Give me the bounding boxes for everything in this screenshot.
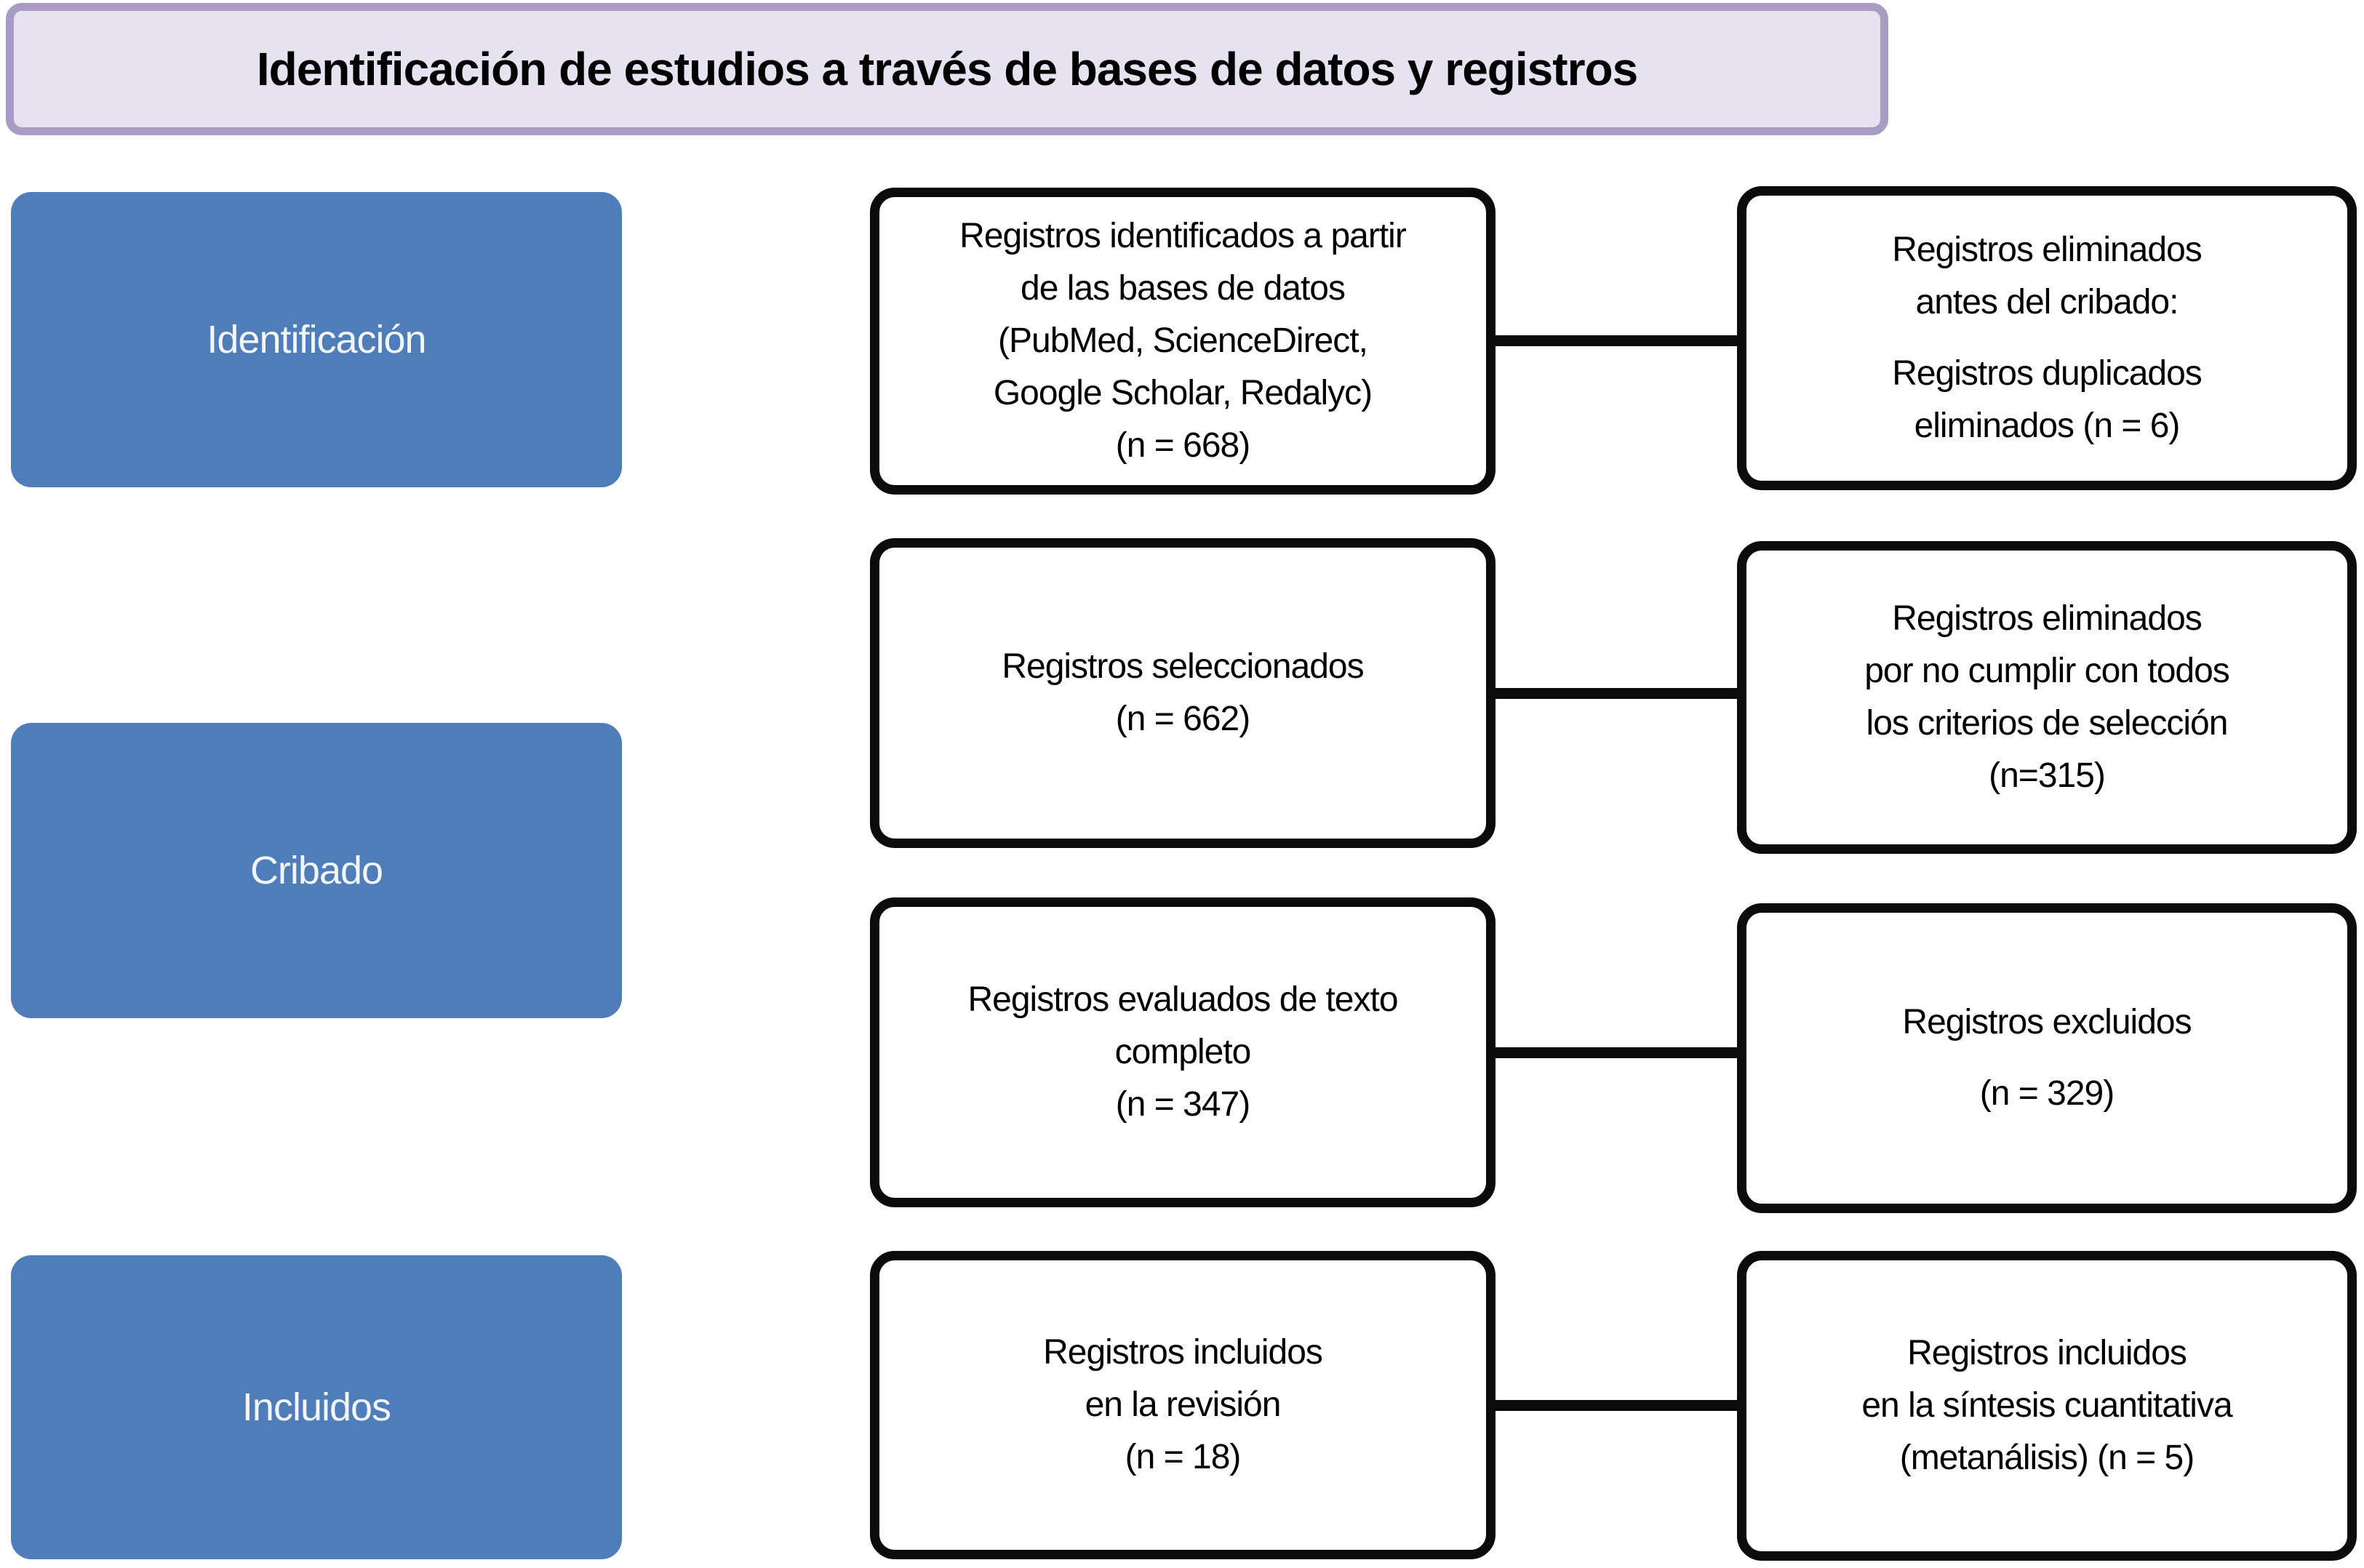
text-line: eliminados (n = 6) [1914,407,2181,445]
stage-box-cribado: Cribado [11,723,622,1018]
text-line: antes del cribado: [1915,283,2179,321]
text-line: (n = 329) [1979,1074,2115,1113]
box-registros-evaluados-texto-completo: Registros evaluados de texto completo (n… [870,897,1496,1207]
paragraph: Registros excluidos [1902,996,2192,1049]
text-line: Registros eliminados [1892,599,2203,638]
box-registros-seleccionados: Registros seleccionados (n = 662) [870,538,1496,848]
text-line: (n = 662) [1115,700,1250,738]
text-line: por no cumplir con todos [1864,652,2230,690]
box-registros-excluidos: Registros excluidos (n = 329) [1737,903,2357,1213]
text-line: Registros incluidos [1907,1334,2187,1372]
text-line: (n=315) [1989,756,2106,795]
text-line: Google Scholar, Redalyc) [993,374,1373,412]
box-registros-eliminados-antes-cribado: Registros eliminados antes del cribado: … [1737,186,2357,490]
connector-row1 [1491,335,1741,346]
text-line: completo [1114,1033,1252,1071]
text-line: Registros incluidos [1043,1333,1323,1372]
text-line: los criterios de selección [1866,704,2229,743]
box-registros-incluidos-sintesis: Registros incluidos en la síntesis cuant… [1737,1251,2357,1561]
text-line: Registros identificados a partir [959,217,1407,255]
text-line: (n = 18) [1125,1438,1242,1476]
text-line: Registros eliminados [1892,231,2203,269]
stage-label-incluidos: Incluidos [241,1385,391,1429]
text-line: (PubMed, ScienceDirect, [998,321,1368,360]
connector-row4 [1491,1400,1741,1411]
stage-label-cribado: Cribado [249,849,383,892]
connector-row3 [1491,1047,1741,1058]
connector-row2 [1491,688,1741,699]
box-registros-eliminados-criterios: Registros eliminados por no cumplir con … [1737,541,2357,854]
text-line: en la revisión [1085,1385,1282,1424]
text-line: de las bases de datos [1021,269,1346,308]
text-line: Registros evaluados de texto [967,980,1398,1019]
text-line: Registros excluidos [1902,1003,2192,1041]
text-line: Registros seleccionados [1002,647,1364,686]
text-line: (metanálisis) (n = 5) [1899,1439,2195,1477]
stage-box-incluidos: Incluidos [11,1255,622,1559]
paragraph: (n = 329) [1979,1068,2115,1120]
diagram-title: Identificación de estudios a través de b… [256,43,1638,95]
paragraph: Registros duplicados eliminados (n = 6) [1892,348,2203,452]
stage-box-identificacion: Identificación [11,192,622,487]
text-line: en la síntesis cuantitativa [1861,1386,2232,1425]
text-line: (n = 347) [1115,1085,1250,1124]
title-banner: Identificación de estudios a través de b… [6,3,1888,135]
box-registros-incluidos-revision: Registros incluidos en la revisión (n = … [870,1251,1496,1559]
box-registros-identificados: Registros identificados a partir de las … [870,188,1496,495]
text-line: (n = 668) [1115,426,1250,465]
paragraph: Registros eliminados antes del cribado: [1892,224,2203,329]
stage-label-identificacion: Identificación [207,318,426,361]
text-line: Registros duplicados [1892,354,2203,393]
